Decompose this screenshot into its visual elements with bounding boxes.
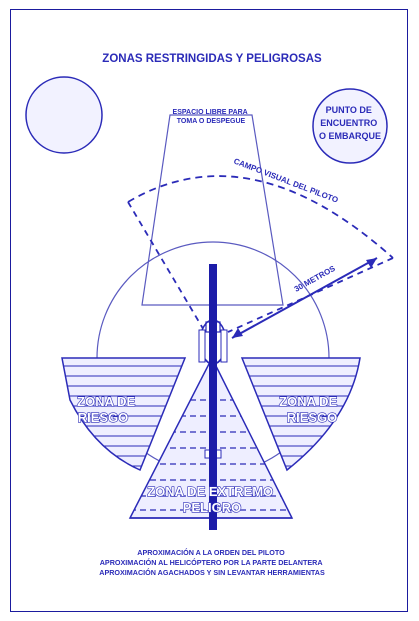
arrow-head-end (366, 258, 377, 268)
risk-zone-left-label: ZONA DE RIESGO (77, 394, 139, 425)
distance-label: 30 METROS (293, 264, 338, 294)
meeting-point-label: PUNTO DE ENCUENTRO O EMBARQUE (319, 105, 381, 141)
arrow-head-start (232, 328, 243, 338)
pilot-view-arc (127, 175, 394, 259)
rotor-blade (209, 264, 217, 530)
empty-circle (25, 76, 103, 154)
instructions-text: APROXIMACIÓN A LA ORDEN DEL PILOTO APROX… (99, 548, 325, 577)
takeoff-space-label: ESPACIO LIBRE PARA TOMA O DESPEGUE (173, 109, 250, 125)
diagram-title: ZONAS RESTRINGIDAS Y PELIGROSAS (102, 53, 322, 65)
meeting-point-circle (312, 88, 388, 164)
distance-arrow (231, 257, 378, 339)
pilot-view-left-edge (127, 201, 206, 333)
extreme-zone-label: ZONA DE EXTREMO PELIGRO (147, 484, 277, 515)
pilot-view-label: CAMPO VISUAL DEL PILOTO (232, 157, 339, 205)
risk-zone-right-label: ZONA DE RIESGO (279, 394, 341, 425)
